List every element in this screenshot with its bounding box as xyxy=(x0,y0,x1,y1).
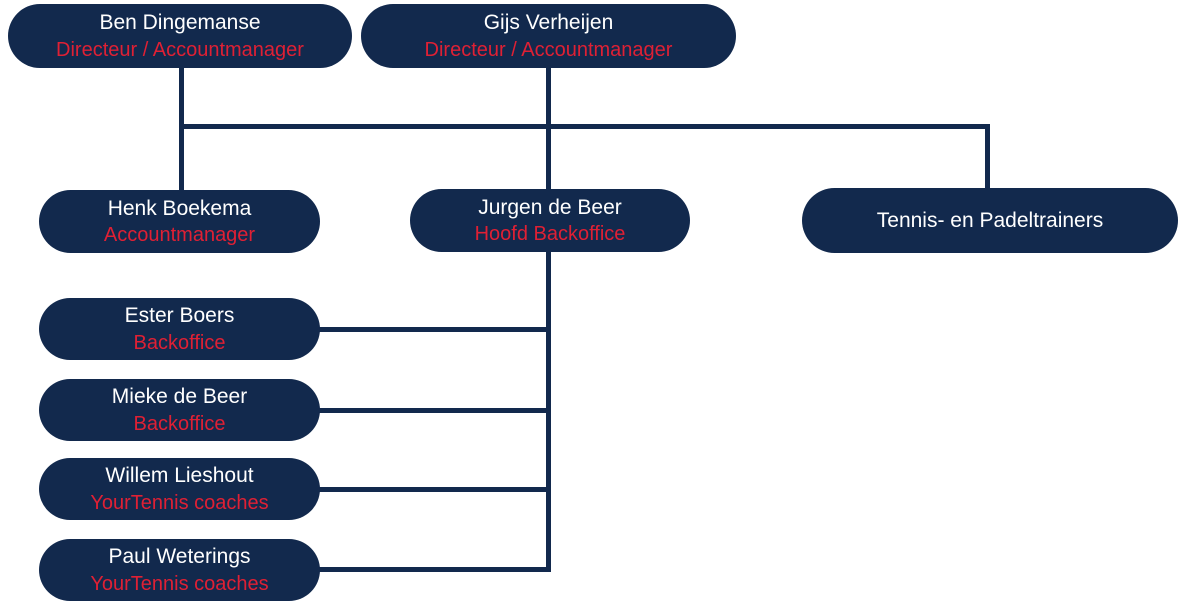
org-node-mieke-de-beer: Mieke de Beer Backoffice xyxy=(39,379,320,441)
person-name: Ester Boers xyxy=(124,304,235,328)
person-name: Henk Boekema xyxy=(107,196,252,220)
person-name: Paul Weterings xyxy=(108,545,251,569)
person-role: Backoffice xyxy=(133,412,226,435)
org-node-gijs-verheijen: Gijs Verheijen Directeur / Accountmanage… xyxy=(361,4,736,68)
org-node-jurgen-de-beer: Jurgen de Beer Hoofd Backoffice xyxy=(410,189,690,252)
person-role: Directeur / Accountmanager xyxy=(56,38,304,61)
person-name: Mieke de Beer xyxy=(111,385,248,409)
org-node-willem-lieshout: Willem Lieshout YourTennis coaches xyxy=(39,458,320,520)
connector-mieke-branch xyxy=(318,408,548,413)
connector-paul-branch xyxy=(318,567,551,572)
connector-ben-down xyxy=(179,66,184,192)
person-role: Hoofd Backoffice xyxy=(474,223,626,246)
connector-jurgen-trunk xyxy=(546,250,551,572)
org-node-ester-boers: Ester Boers Backoffice xyxy=(39,298,320,360)
org-node-tennis-en-padeltrainers: Tennis- en Padeltrainers xyxy=(802,188,1178,253)
person-role: Accountmanager xyxy=(103,224,256,247)
org-node-ben-dingemanse: Ben Dingemanse Directeur / Accountmanage… xyxy=(8,4,352,68)
person-name: Ben Dingemanse xyxy=(99,11,261,35)
person-name: Willem Lieshout xyxy=(105,464,254,488)
person-name: Jurgen de Beer xyxy=(478,195,622,219)
connector-trainers-drop xyxy=(985,124,990,190)
person-role: Directeur / Accountmanager xyxy=(424,38,673,61)
org-node-paul-weterings: Paul Weterings YourTennis coaches xyxy=(39,539,320,601)
connector-ester-branch xyxy=(318,327,548,332)
person-role: YourTennis coaches xyxy=(90,491,269,514)
person-role: YourTennis coaches xyxy=(90,572,269,595)
person-role: Backoffice xyxy=(133,331,226,354)
connector-top-horizontal xyxy=(179,124,990,129)
person-name: Gijs Verheijen xyxy=(483,11,614,35)
org-node-henk-boekema: Henk Boekema Accountmanager xyxy=(39,190,320,253)
group-name: Tennis- en Padeltrainers xyxy=(876,208,1104,232)
connector-willem-branch xyxy=(318,487,548,492)
